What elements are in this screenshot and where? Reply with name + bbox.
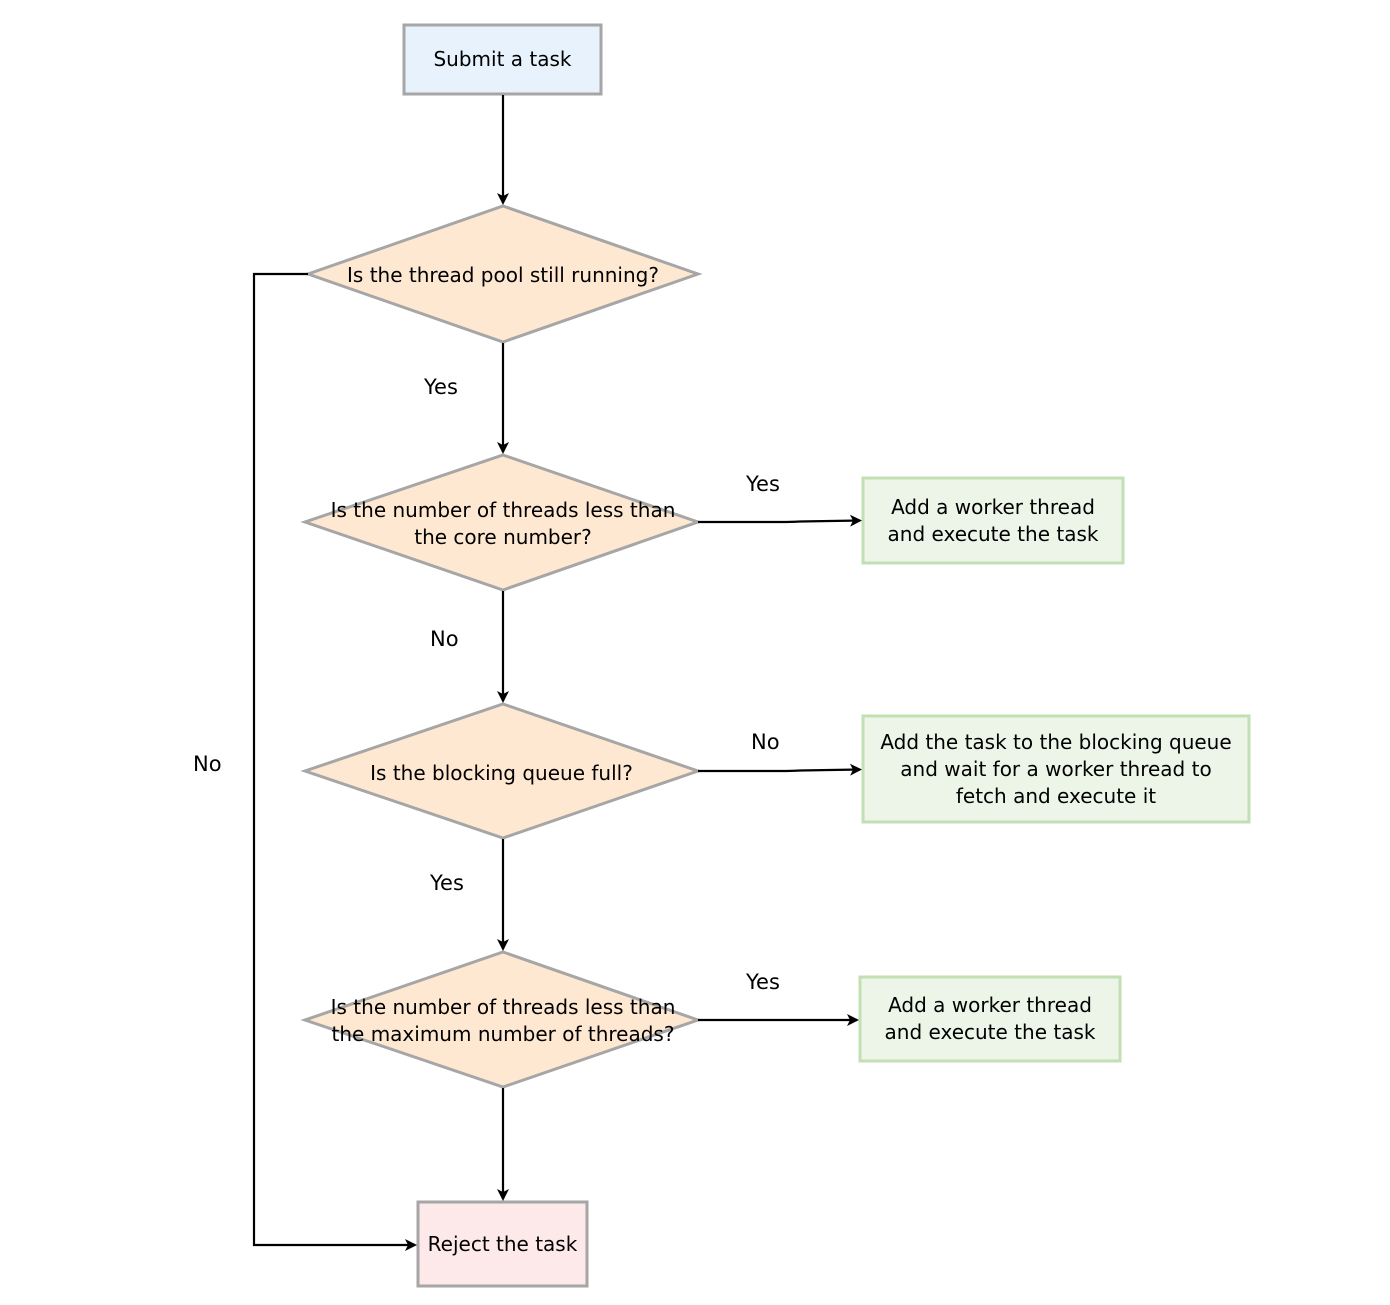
core-decision-diamond <box>300 453 703 592</box>
edge-label-queue-no: No <box>751 730 780 754</box>
edge-label-queue-yes: Yes <box>430 871 464 895</box>
start-box <box>402 23 603 96</box>
core-decision-label: Is the number of threads less than the c… <box>330 498 676 549</box>
edge-label-running-no: No <box>193 752 222 776</box>
add-worker-core-box <box>861 476 1125 565</box>
start-label: Submit a task <box>433 47 572 71</box>
edge-label-core-no: No <box>430 627 459 651</box>
edge-label-running-yes: Yes <box>424 375 458 399</box>
edge-queue-to-enqueue <box>698 763 862 776</box>
edge-label-max-yes: Yes <box>746 970 780 994</box>
edge-label-core-yes: Yes <box>746 472 780 496</box>
max-decision-diamond <box>300 950 703 1089</box>
enqueue-box <box>861 714 1251 824</box>
queue-decision-label: Is the blocking queue full? <box>370 760 633 785</box>
max-decision-label: Is the number of threads less than the m… <box>330 995 676 1046</box>
edge-core-to-add-worker <box>698 514 862 527</box>
running-decision-diamond <box>303 204 703 344</box>
reject-box <box>416 1200 589 1288</box>
running-decision-label: Is the thread pool still running? <box>347 262 659 287</box>
add-worker-max-box <box>858 975 1122 1063</box>
edge-running-to-reject <box>252 272 417 1251</box>
reject-label: Reject the task <box>427 1231 578 1256</box>
add-worker-core-label: Add a worker thread and execute the task <box>887 494 1099 546</box>
queue-decision-diamond <box>300 702 703 840</box>
add-worker-max-label: Add a worker thread and execute the task <box>884 993 1096 1044</box>
enqueue-label: Add the task to the blocking queue and w… <box>880 729 1232 808</box>
